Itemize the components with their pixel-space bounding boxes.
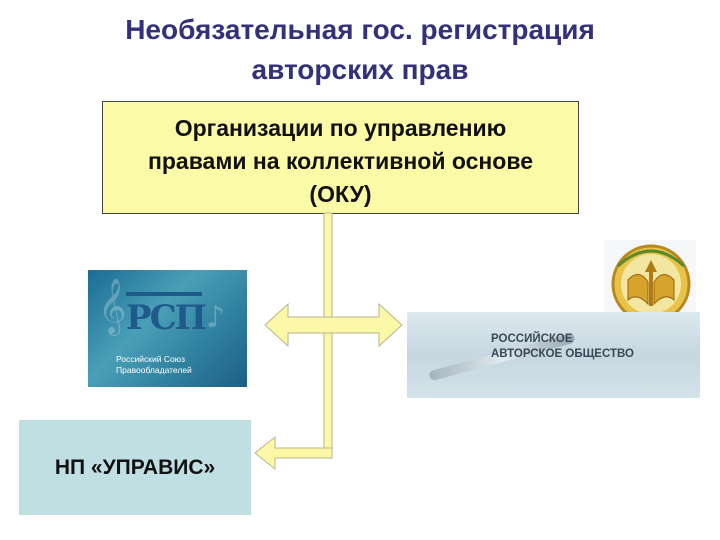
rao-emblem-icon <box>611 244 691 324</box>
rao-text-line2: АВТОРСКОЕ ОБЩЕСТВО <box>491 348 634 360</box>
rsp-logo: 𝄞 ♪ РСП Российский Союз Правообладателей <box>88 270 247 387</box>
rsp-caption: Российский Союз Правообладателей <box>116 354 226 376</box>
vertical-connector <box>323 212 333 454</box>
rsp-caption-line2: Правообладателей <box>116 365 192 375</box>
slide-title: Необязательная гос. регистрация авторски… <box>40 10 680 90</box>
oku-line2: правами на коллективной основе <box>147 148 533 174</box>
left-arrow-icon <box>254 435 333 471</box>
rao-logo: РОССИЙСКОЕ АВТОРСКОЕ ОБЩЕСТВО <box>407 312 700 398</box>
slide-title-line1: Необязательная гос. регистрация <box>125 14 595 45</box>
music-note-icon: ♪ <box>206 300 226 335</box>
rsp-caption-line1: Российский Союз <box>116 354 185 364</box>
rsp-mark: РСП <box>126 290 207 342</box>
treble-clef-icon: 𝄞 <box>98 278 127 334</box>
oku-box: Организации по управлению правами на кол… <box>102 101 579 214</box>
np-label: НП «УПРАВИС» <box>54 456 216 479</box>
slide-title-line2: авторских прав <box>251 54 469 85</box>
np-box: НП «УПРАВИС» <box>19 420 251 515</box>
rao-emblem <box>604 240 696 326</box>
oku-line1: Организации по управлению <box>174 115 507 141</box>
rsp-mark-bar <box>126 292 202 296</box>
rao-text: РОССИЙСКОЕ АВТОРСКОЕ ОБЩЕСТВО <box>491 332 634 362</box>
double-headed-arrow-icon <box>264 302 403 348</box>
oku-line3: (ОКУ) <box>309 181 372 207</box>
rao-text-line1: РОССИЙСКОЕ <box>491 333 573 345</box>
rsp-mark-text: РСП <box>126 298 207 338</box>
